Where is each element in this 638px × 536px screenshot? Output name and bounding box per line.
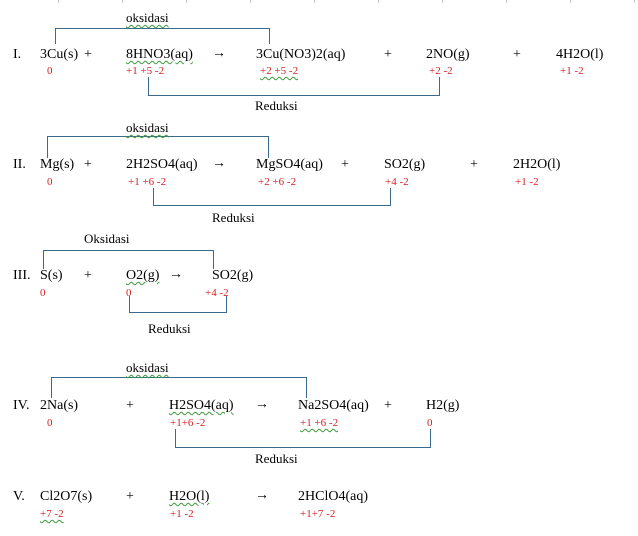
reduction-label: Reduksi	[255, 98, 298, 113]
reactant-1: S(s)	[40, 268, 63, 283]
arrow: →	[255, 397, 269, 412]
ox-number: 0	[47, 176, 53, 188]
arrow: →	[169, 267, 183, 282]
oxidation-bracket	[55, 28, 270, 44]
ox-number: 0	[40, 287, 46, 299]
ox-number: +2 +6 -2	[258, 176, 297, 188]
ox-number: 0	[47, 417, 53, 429]
ox-number: +1 -2	[515, 176, 539, 188]
product-3: 2H2O(l)	[513, 157, 561, 172]
reaction-number: III.	[13, 268, 31, 283]
ox-number: +1 -2	[170, 508, 194, 520]
plus-sign: +	[470, 157, 478, 172]
ox-number: +1 -2	[560, 65, 584, 77]
product-2: H2(g)	[426, 398, 460, 413]
plus-sign: +	[384, 398, 392, 413]
product-3: 4H2O(l)	[556, 47, 604, 62]
plus-sign: +	[126, 489, 134, 504]
reaction-number: V.	[13, 489, 25, 504]
reactant-2: O2(g)	[126, 268, 160, 283]
ox-number: 0	[47, 65, 53, 77]
ox-number: +1+6 -2	[170, 417, 206, 429]
reaction-number: II.	[13, 157, 26, 172]
plus-sign: +	[84, 268, 92, 283]
reduction-label: Reduksi	[212, 210, 255, 225]
product-1: 3Cu(NO3)2(aq)	[256, 47, 346, 62]
ox-number: +7 -2	[40, 508, 64, 520]
reactant-1: Mg(s)	[40, 157, 75, 172]
oxidation-label: oksidasi	[126, 120, 169, 135]
reduction-bracket	[175, 429, 431, 448]
reaction-number: I.	[13, 47, 22, 62]
reactant-2: 2H2SO4(aq)	[126, 157, 198, 172]
reactant-1: Cl2O7(s)	[40, 489, 93, 504]
ox-number: 0	[126, 287, 132, 299]
reactant-2: H2O(l)	[169, 489, 210, 504]
plus-sign: +	[513, 47, 521, 62]
reactant-2: H2SO4(aq)	[169, 398, 234, 413]
oxidation-label: Oksidasi	[84, 231, 130, 246]
arrow: →	[212, 46, 226, 61]
reactant-1: 3Cu(s)	[40, 47, 79, 62]
reduction-label: Reduksi	[255, 451, 298, 466]
reduction-bracket	[148, 77, 440, 96]
oxidation-bracket	[43, 250, 214, 269]
oxidation-label: oksidasi	[126, 10, 169, 25]
oxidation-label: oksidasi	[126, 360, 169, 375]
product-1: MgSO4(aq)	[256, 157, 323, 172]
ox-number: +1 +6 -2	[128, 176, 167, 188]
oxidation-bracket	[47, 136, 269, 158]
product-2: 2NO(g)	[426, 47, 470, 62]
plus-sign: +	[341, 157, 349, 172]
arrow: →	[212, 156, 226, 171]
ox-number: +4 -2	[205, 287, 229, 299]
ox-number: +1 +6 -2	[300, 417, 339, 429]
arrow: →	[255, 488, 269, 503]
ox-number: 0	[427, 417, 433, 429]
ox-number: +1 +5 -2	[126, 65, 165, 77]
product-2: SO2(g)	[384, 157, 426, 172]
ox-number: +4 -2	[385, 176, 409, 188]
oxidation-bracket	[51, 377, 307, 398]
product-1: SO2(g)	[212, 268, 254, 283]
ox-number: +2 -2	[429, 65, 453, 77]
ox-number: +2 +5 -2	[260, 65, 299, 77]
reduction-bracket	[153, 188, 391, 206]
product-1: Na2SO4(aq)	[298, 398, 369, 413]
plus-sign: +	[384, 47, 392, 62]
product-1: 2HClO4(aq)	[298, 489, 368, 504]
ox-number: +1+7 -2	[300, 508, 336, 520]
reactant-2: 8HNO3(aq)	[126, 47, 193, 62]
reactant-1: 2Na(s)	[40, 398, 79, 413]
plus-sign: +	[84, 157, 92, 172]
reaction-number: IV.	[13, 398, 30, 413]
plus-sign: +	[126, 398, 134, 413]
reduction-bracket	[129, 296, 227, 313]
reduction-label: Reduksi	[148, 321, 191, 336]
plus-sign: +	[84, 47, 92, 62]
